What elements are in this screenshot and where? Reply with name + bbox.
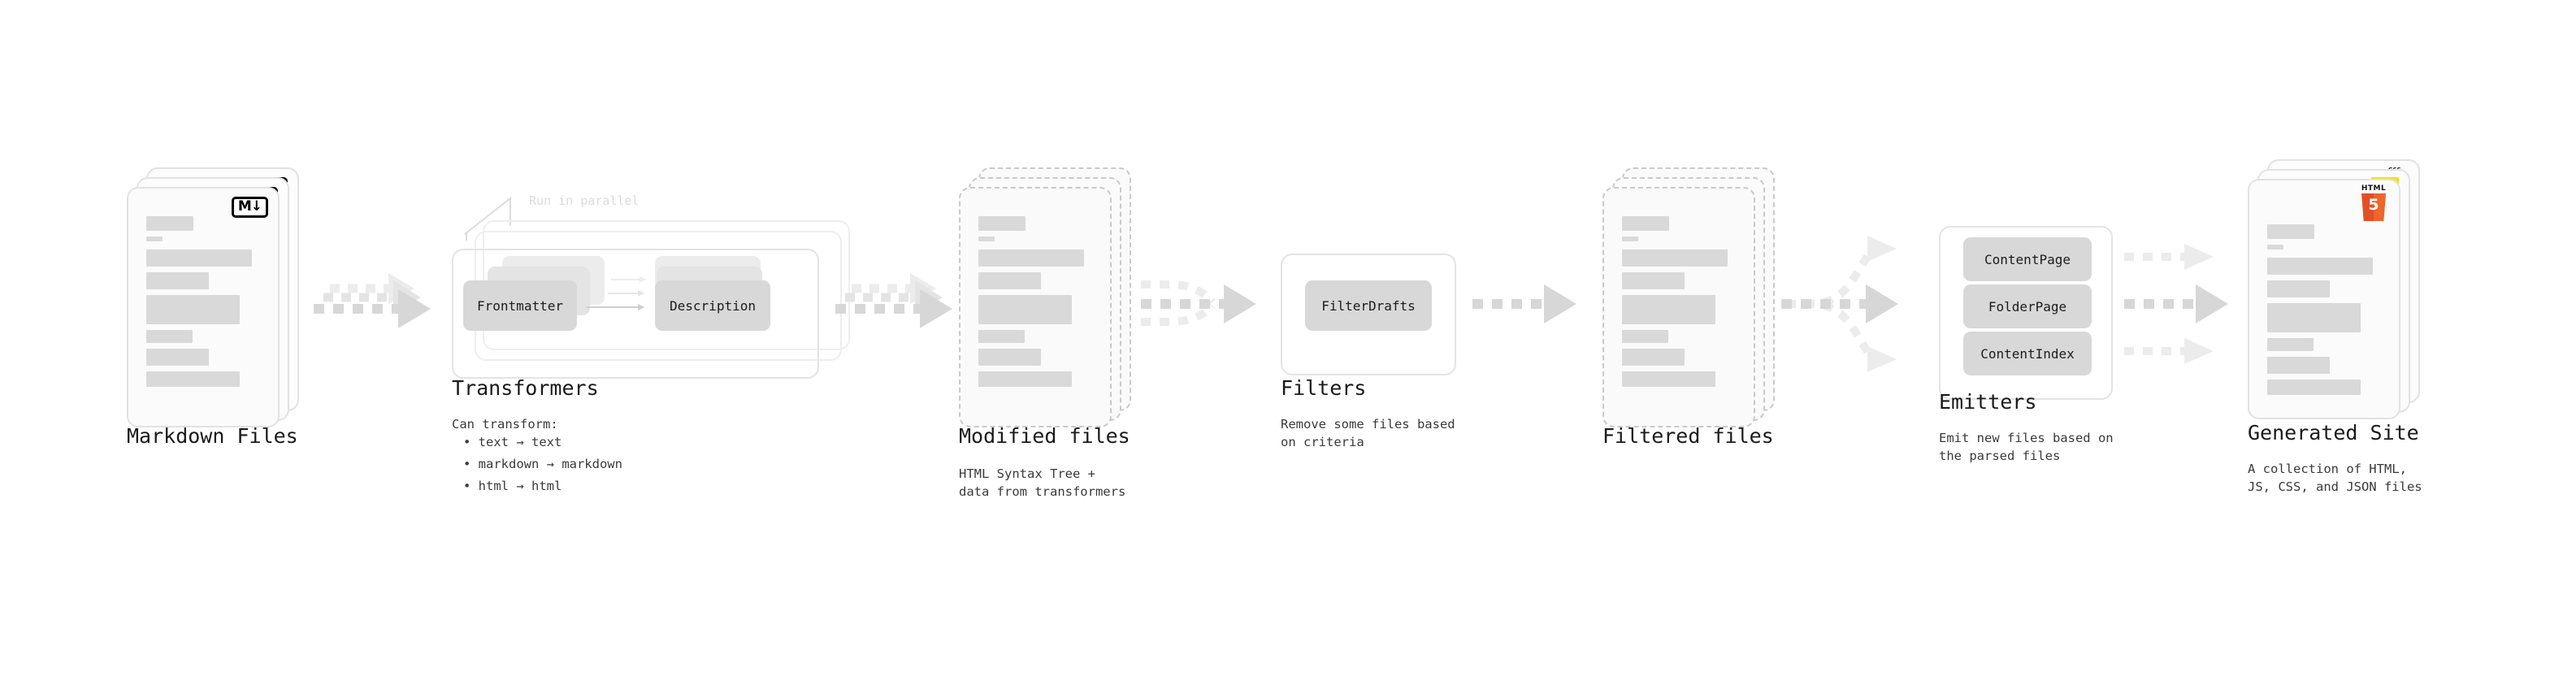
modified-files-document-stack	[959, 167, 1131, 427]
modified-files-desc-2: data from transformers	[959, 484, 1126, 499]
transformer-inner-arrow	[587, 304, 644, 310]
filtered-files-document-stack	[1602, 167, 1775, 427]
content-line	[146, 371, 240, 387]
transformers-desc-item-2: • markdown → markdown	[463, 457, 622, 471]
transformer-inner-arrow-ghost-back	[611, 276, 646, 283]
content-line	[1622, 371, 1715, 387]
content-line	[978, 216, 1026, 231]
content-line	[2267, 338, 2314, 351]
content-line	[146, 330, 193, 343]
markdown-icon: M↓	[231, 197, 268, 218]
content-line	[2267, 380, 2361, 395]
filters-title: Filters	[1281, 376, 1367, 400]
content-line	[978, 330, 1025, 343]
content-line	[146, 249, 252, 267]
markdown-file-front: M↓	[127, 187, 280, 427]
emitter-chip-contentpage[interactable]: ContentPage	[1963, 237, 2092, 281]
flow-arrow-modified-to-filters	[1138, 262, 1292, 359]
generated-site-document-stack: CSS HTML 5	[2248, 159, 2420, 419]
document-content-lines	[146, 216, 265, 393]
transformers-desc-item-3: • html → html	[463, 479, 562, 493]
content-line	[146, 236, 163, 241]
transformer-inner-arrow-ghost-mid	[608, 290, 644, 297]
content-line	[146, 349, 209, 366]
filters-panel	[1281, 254, 1456, 375]
emitter-chip-contentindex[interactable]: ContentIndex	[1963, 332, 2092, 375]
content-line	[146, 216, 193, 231]
emitters-desc-2: the parsed files	[1939, 449, 2061, 463]
modified-files-desc-1: HTML Syntax Tree +	[959, 466, 1095, 481]
flow-arrow-transformers-to-modified	[829, 268, 975, 349]
content-line	[2267, 258, 2373, 275]
html5-icon: HTML 5	[2357, 185, 2391, 221]
transformer-chip-description[interactable]: Description	[655, 280, 770, 331]
content-line	[1622, 330, 1668, 343]
generated-site-title: Generated Site	[2248, 421, 2419, 445]
flow-arrow-markdown-to-transformers	[307, 268, 453, 349]
transformers-desc-heading: Can transform:	[452, 417, 558, 432]
emitter-chip-folderpage[interactable]: FolderPage	[1963, 284, 2092, 328]
content-line	[1622, 236, 1638, 241]
filtered-file-front	[1602, 187, 1755, 427]
html5-icon-number: 5	[2368, 196, 2379, 214]
document-content-lines	[2267, 224, 2386, 401]
document-content-lines	[978, 216, 1097, 393]
flow-arrow-emitters-to-site	[2121, 236, 2267, 390]
content-line	[2267, 224, 2314, 239]
content-line	[1622, 249, 1728, 267]
emitters-panel	[1939, 226, 2113, 400]
transformer-panel-front	[452, 249, 819, 379]
modified-files-title: Modified files	[959, 424, 1130, 448]
content-line	[1622, 216, 1669, 231]
content-line	[978, 295, 1072, 324]
filtered-files-title: Filtered files	[1602, 424, 1774, 448]
run-in-parallel-label: Run in parallel	[529, 193, 640, 208]
filter-chip-filterdrafts[interactable]: FilterDrafts	[1305, 280, 1432, 331]
flow-arrow-filtered-to-emitters	[1778, 228, 1941, 390]
content-line	[1622, 295, 1715, 324]
document-content-lines	[1622, 216, 1741, 393]
content-line	[2267, 303, 2361, 332]
html5-icon-shield: 5	[2361, 193, 2386, 221]
emitters-title: Emitters	[1939, 390, 2037, 414]
content-line	[146, 295, 240, 324]
modified-file-front	[959, 187, 1112, 427]
generated-file-html: HTML 5	[2248, 179, 2400, 419]
flow-arrow-filters-to-filtered	[1469, 284, 1599, 343]
content-line	[1622, 272, 1685, 289]
content-line	[978, 249, 1084, 267]
generated-site-desc-2: JS, CSS, and JSON files	[2248, 479, 2422, 494]
content-line	[978, 371, 1072, 387]
filters-desc-2: on criteria	[1281, 435, 1364, 449]
html5-icon-label: HTML	[2361, 184, 2387, 193]
markdown-files-document-stack: M↓ M↓ M↓	[127, 167, 299, 427]
content-line	[2267, 245, 2283, 249]
filters-desc-1: Remove some files based	[1281, 417, 1455, 432]
transformers-title: Transformers	[452, 376, 599, 400]
content-line	[978, 236, 995, 241]
run-in-parallel-callout	[463, 192, 577, 244]
emitters-desc-1: Emit new files based on	[1939, 431, 2114, 445]
transformers-desc-item-1: • text → text	[463, 435, 562, 449]
content-line	[146, 272, 209, 289]
generated-site-desc-1: A collection of HTML,	[2248, 462, 2407, 476]
markdown-files-title: Markdown Files	[127, 424, 298, 448]
content-line	[1622, 349, 1685, 366]
content-line	[978, 272, 1041, 289]
content-line	[2267, 280, 2330, 297]
transformer-chip-frontmatter[interactable]: Frontmatter	[463, 280, 577, 331]
content-line	[2267, 357, 2330, 374]
content-line	[978, 349, 1041, 366]
